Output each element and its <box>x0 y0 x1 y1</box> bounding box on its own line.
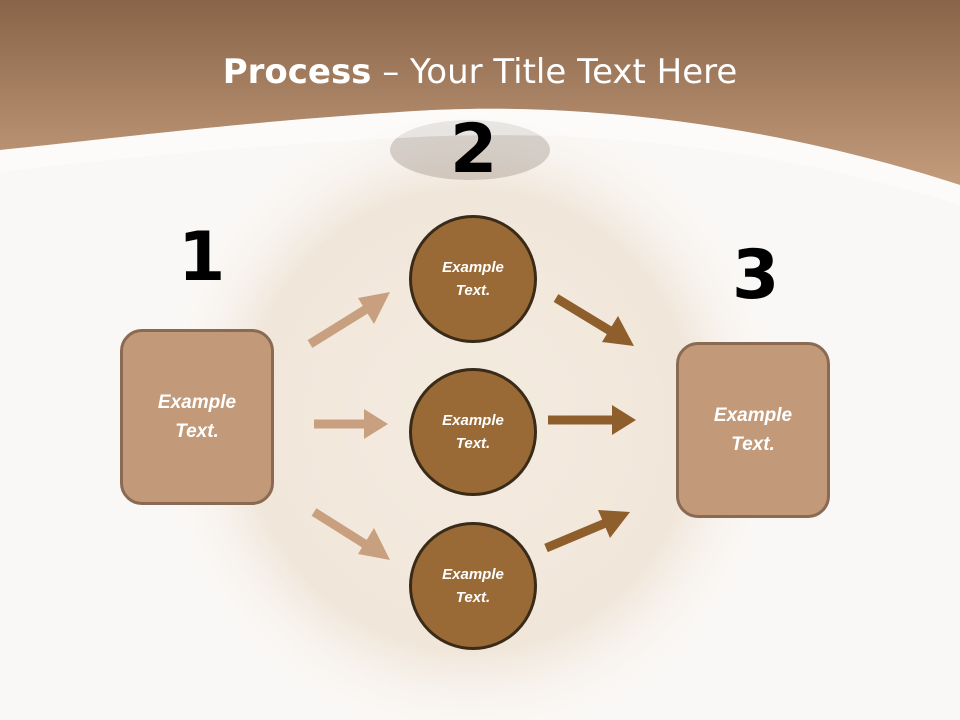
header-band <box>0 0 960 185</box>
step-2-circle-top: Example Text. <box>409 215 537 343</box>
arrow-from-middle <box>548 405 636 435</box>
step-1-text: Example Text. <box>157 392 237 442</box>
circle-bottom-text: Example Text. <box>442 566 504 606</box>
arrow-from-top <box>553 294 634 346</box>
step-3-box: Example Text. <box>676 342 830 518</box>
arrow-from-bottom <box>544 510 630 553</box>
step-2-circle-middle: Example Text. <box>409 368 537 496</box>
arrow-to-top <box>307 292 390 348</box>
title-bold: Process <box>222 52 372 92</box>
slide-title: Process – Your Title Text Here <box>0 52 960 92</box>
step-1-number: 1 <box>178 218 226 297</box>
circle-top-text: Example Text. <box>442 259 504 299</box>
step-1-box: Example Text. <box>120 329 274 505</box>
step-2-circle-bottom: Example Text. <box>409 522 537 650</box>
circle-middle-text: Example Text. <box>442 412 504 452</box>
title-rest: – Your Title Text Here <box>371 52 738 92</box>
step-3-text: Example Text. <box>713 405 793 455</box>
header-swoosh <box>0 108 960 205</box>
step-2-number: 2 <box>450 110 498 189</box>
arrow-to-bottom <box>311 508 390 560</box>
step-3-number: 3 <box>732 236 780 315</box>
arrow-to-middle <box>314 409 388 439</box>
